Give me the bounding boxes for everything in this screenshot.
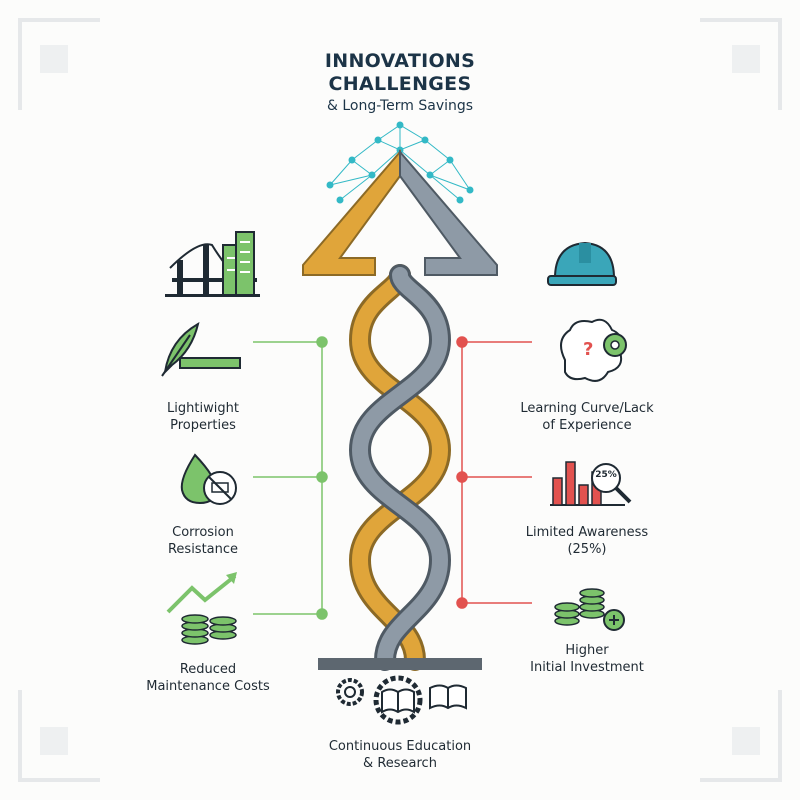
coins-plus-icon xyxy=(554,588,625,631)
challenge-label: Higher Initial Investment xyxy=(487,642,687,676)
rising-coins-icon xyxy=(166,572,237,645)
title-line-2: CHALLENGES xyxy=(328,73,472,95)
benefit-label-line1: Corrosion xyxy=(172,525,234,540)
challenge-label-line2: of Experience xyxy=(542,418,632,433)
twisted-strands xyxy=(348,264,452,671)
hard-hat-icon xyxy=(547,241,617,286)
svg-text:?: ? xyxy=(583,339,593,360)
challenge-label-line2: (25%) xyxy=(567,542,607,557)
water-drop-no-rust-icon xyxy=(180,453,237,505)
foundation-label-line1: Continuous Education xyxy=(328,739,472,754)
benefits-connector xyxy=(253,336,328,620)
benefit-label-line1: Reduced xyxy=(179,662,237,677)
benefit-label-line1: Lightiwight xyxy=(167,401,239,416)
challenge-label-line2: Initial Investment xyxy=(530,660,644,675)
benefit-label-line2: Maintenance Costs xyxy=(146,679,270,694)
arrow-base xyxy=(318,658,482,670)
gears-books-icon xyxy=(336,675,467,725)
benefit-label-line2: Resistance xyxy=(167,542,239,557)
network-graph xyxy=(326,121,474,204)
foundation-label-line2: & Research xyxy=(363,756,437,771)
title-line-1: INNOVATIONS xyxy=(324,50,476,72)
benefit-label: Reduced Maintenance Costs xyxy=(123,661,293,695)
brain-question-icon: ? xyxy=(560,318,627,382)
challenge-label: Limited Awareness (25%) xyxy=(487,524,687,558)
bridge-buildings-icon xyxy=(165,231,260,297)
benefit-label: Lightiwight Properties xyxy=(118,400,288,434)
awareness-badge: 25% xyxy=(595,470,617,480)
arrow-head xyxy=(302,149,498,276)
subtitle: & Long-Term Savings xyxy=(326,98,474,114)
foundation-label: Continuous Education & Research xyxy=(300,738,500,772)
corner-decoration xyxy=(18,18,782,782)
bar-chart-magnifier-icon xyxy=(550,461,632,506)
challenge-label-line1: Limited Awareness xyxy=(525,525,649,540)
challenge-label-line1: Learning Curve/Lack xyxy=(520,401,654,416)
challenge-label-line1: Higher xyxy=(565,643,609,658)
challenges-connector xyxy=(456,336,532,609)
benefit-label-line2: Properties xyxy=(170,418,236,433)
benefit-label: Corrosion Resistance xyxy=(118,524,288,558)
feather-icon xyxy=(161,321,241,377)
challenge-label: Learning Curve/Lack of Experience xyxy=(487,400,687,434)
